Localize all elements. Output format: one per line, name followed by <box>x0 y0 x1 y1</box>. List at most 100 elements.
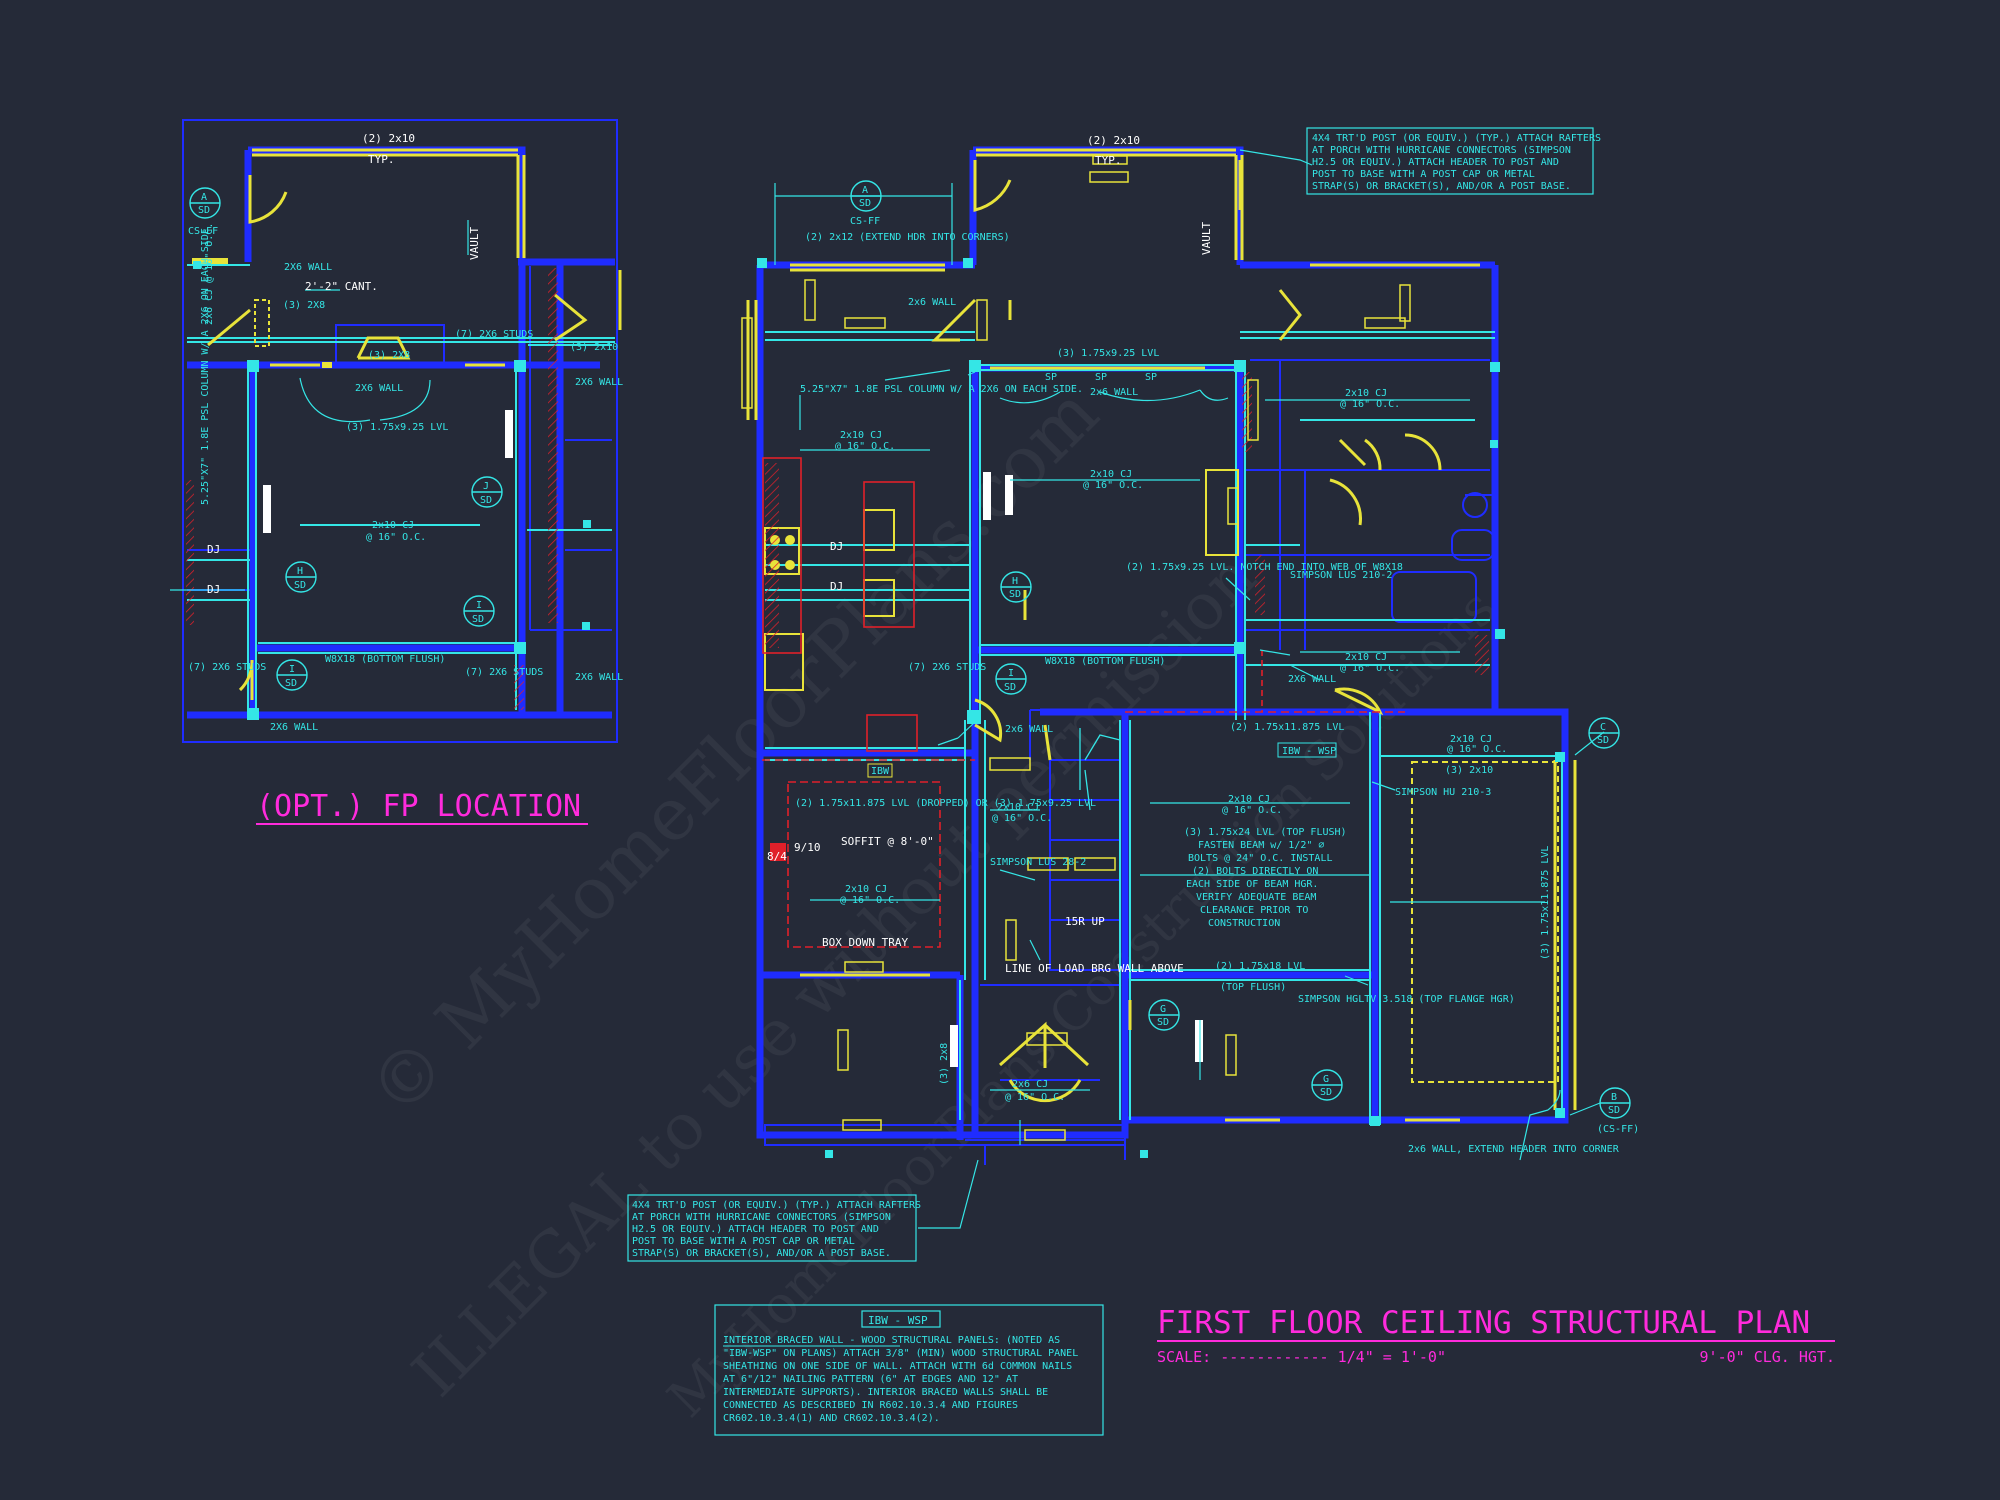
fp-wall-2x6-right: 2X6 WALL <box>575 377 623 388</box>
plan-scale: SCALE: ------------ 1/4" = 1'-0" <box>1157 1348 1446 1366</box>
main-cj-kitchen-2: @ 16" O.C. <box>835 441 895 452</box>
fp-wall-2x6: 2X6 WALL <box>284 262 332 273</box>
fp-lvl-3: (3) 1.75x9.25 LVL <box>346 422 448 433</box>
fp-psl-column: 5.25"X7" 1.8E PSL COLUMN W/ A 2X6 ON EAC… <box>200 228 211 505</box>
note-post-top-line-4: POST TO BASE WITH A POST CAP OR METAL <box>1312 169 1535 180</box>
main-notch: (2) 1.75x9.25 LVL. NOTCH END INTO WEB OF… <box>1126 562 1403 573</box>
main-cj-study-1: 2x10 CJ <box>1228 794 1270 805</box>
main-cj-hall-1: 2x10 CJ <box>997 802 1039 813</box>
main-ibw-tag: IBW - WSP <box>1282 746 1336 757</box>
main-beam-3lvl-8: CONSTRUCTION <box>1208 918 1280 929</box>
fp-section-a-letter: A <box>201 192 207 203</box>
main-cs-ff-b: (CS-FF) <box>1597 1124 1639 1135</box>
watermark-line-1: © MyHomeFloorPlans.com <box>353 370 1115 1132</box>
main-simpson-hu: SIMPSON HU 210-3 <box>1395 787 1491 798</box>
fp-section-a-sheet: SD <box>198 205 210 216</box>
main-section-h-letter: H <box>1012 576 1018 587</box>
main-section-g-sheet: SD <box>1157 1017 1169 1028</box>
main-top-flush: (TOP FLUSH) <box>1220 982 1286 993</box>
main-beam-3lvl-3: BOLTS @ 24" O.C. INSTALL <box>1188 853 1333 864</box>
note-post-bottom-line-3: H2.5 OR EQUIV.) ATTACH HEADER TO POST AN… <box>632 1224 879 1235</box>
main-section-h-sheet: SD <box>1009 589 1021 600</box>
main-section-i-letter: I <box>1008 668 1014 679</box>
fp-dj-1: DJ <box>207 543 220 556</box>
main-floor-plan: (2) 2x10 TYP. A SD CS-FF (2) 2x12 (EXTEN… <box>741 134 1639 1229</box>
fp-cs-ff: CS-FF <box>188 226 218 237</box>
fp-section-h-letter: H <box>297 566 303 577</box>
main-section-g2-sheet: SD <box>1320 1087 1332 1098</box>
fp-wall-bottom-right: 2X6 WALL <box>575 672 623 683</box>
main-psl-column: 5.25"X7" 1.8E PSL COLUMN W/ A 2X6 ON EAC… <box>800 384 1083 395</box>
main-beam-3lvl-6: VERIFY ADEQUATE BEAM <box>1196 892 1316 903</box>
main-section-b-letter: B <box>1611 1092 1617 1103</box>
fp-header-top: (2) 2x10 <box>362 132 415 145</box>
main-beam-3lvl-7: CLEARANCE PRIOR TO <box>1200 905 1308 916</box>
main-lvl-2-lower: (2) 1.75x18 LVL <box>1215 961 1305 972</box>
main-section-i-sheet: SD <box>1004 682 1016 693</box>
note-post-top: 4X4 TRT'D POST (OR EQUIV.) (TYP.) ATTACH… <box>1306 127 1601 195</box>
main-header-3-2x10: (3) 2x10 <box>1445 765 1493 776</box>
main-dj-2: DJ <box>830 580 843 593</box>
main-sp-1: SP <box>1045 372 1057 383</box>
note-ibw-line-5: INTERMEDIATE SUPPORTS). INTERIOR BRACED … <box>723 1387 1048 1398</box>
plan-title: FIRST FLOOR CEILING STRUCTURAL PLAN <box>1157 1305 1810 1341</box>
main-stair-up: 15R UP <box>1065 915 1105 928</box>
fp-wall-bottom: 2X6 WALL <box>270 722 318 733</box>
main-beam-3lvl-1: (3) 1.75x24 LVL (TOP FLUSH) <box>1184 827 1347 838</box>
main-ibw-tag-2: IBW <box>871 766 890 777</box>
main-cj-dining-1: 2x10 CJ <box>845 884 887 895</box>
main-sp-2: SP <box>1095 372 1107 383</box>
main-header-3-2x8: (3) 2x8 <box>939 1043 950 1085</box>
main-load-bearing: LINE OF LOAD BRG WALL ABOVE <box>1005 962 1184 975</box>
main-dining-header: (2) 1.75x11.875 LVL (DROPPED) OR (3) 1.7… <box>795 798 1096 809</box>
main-dim-84: 8/4 <box>767 850 787 863</box>
main-lvl-3-top: (3) 1.75x9.25 LVL <box>1057 348 1159 359</box>
main-section-g-letter: G <box>1160 1004 1166 1015</box>
main-cj-great-1: 2x10 CJ <box>1090 469 1132 480</box>
main-section-a-sheet: SD <box>859 198 871 209</box>
fp-fireplace-header: (3) 2X8 <box>368 350 410 361</box>
main-vault-left: VAULT <box>1200 222 1213 255</box>
main-cj-kitchen-1: 2x10 CJ <box>840 430 882 441</box>
main-dj-1: DJ <box>830 540 843 553</box>
fp-cj-2x10-line1: 2x10 CJ <box>372 520 414 531</box>
note-post-top-line-2: AT PORCH WITH HURRICANE CONNECTORS (SIMP… <box>1312 145 1571 156</box>
fp-section-i2-sheet: SD <box>285 678 297 689</box>
main-beam-3lvl-5: EACH SIDE OF BEAM HGR. <box>1186 879 1318 890</box>
main-wall-2x6-center: 2x6 WALL <box>1090 387 1138 398</box>
note-post-bottom-line-1: 4X4 TRT'D POST (OR EQUIV.) (TYP.) ATTACH… <box>632 1200 921 1211</box>
main-studs: (7) 2X6 STUDS <box>908 662 986 673</box>
note-ibw-line-6: CONNECTED AS DESCRIBED IN R602.10.3.4 AN… <box>723 1400 1018 1411</box>
fp-section-j-sheet: SD <box>480 495 492 506</box>
main-cj-great-2: @ 16" O.C. <box>1083 480 1143 491</box>
note-ibw-line-3: SHEATHING ON ONE SIDE OF WALL. ATTACH WI… <box>723 1361 1072 1372</box>
main-cj-study-2: @ 16" O.C. <box>1222 805 1282 816</box>
fp-cj-2x6: 2x6 CJ @ 16" O.C. <box>204 223 215 325</box>
main-typ-left: TYP. <box>1095 154 1122 167</box>
fp-header-3-2x10: (3) 2x10 <box>570 342 618 353</box>
main-cs-ff: CS-FF <box>850 216 880 227</box>
plan-ceiling-height: 9'-0" CLG. HGT. <box>1700 1348 1835 1366</box>
fp-cj-2x10-line2: @ 16" O.C. <box>366 532 426 543</box>
main-section-c-sheet: SD <box>1597 735 1609 746</box>
fp-cant: 2'-2" CANT. <box>305 280 378 293</box>
main-section-g2-letter: G <box>1323 1074 1329 1085</box>
note-ibw-line-1: INTERIOR BRACED WALL - WOOD STRUCTURAL P… <box>723 1335 1060 1346</box>
main-soffit: SOFFIT @ 8'-0" <box>841 835 934 848</box>
main-beam-3lvl-4: (2) BOLTS DIRECTLY ON <box>1192 866 1318 877</box>
main-garage-lvl: (3) 1.75x11.875 LVL <box>1540 846 1551 960</box>
fp-wall-2x6-mid: 2X6 WALL <box>355 383 403 394</box>
main-sp-3: SP <box>1145 372 1157 383</box>
main-box-down: BOX DOWN TRAY <box>822 936 908 949</box>
note-ibw-line-2: "IBW-WSP" ON PLANS) ATTACH 3/8" (MIN) WO… <box>723 1348 1078 1359</box>
main-cj-bath-1: 2x10 CJ <box>1345 652 1387 663</box>
title-block: FIRST FLOOR CEILING STRUCTURAL PLAN SCAL… <box>1157 1305 1835 1366</box>
main-wall-2x6-bath: 2X6 WALL <box>1288 674 1336 685</box>
note-post-bottom-line-5: STRAP(S) OR BRACKET(S), AND/OR A POST BA… <box>632 1248 891 1259</box>
main-cj-dining-2: @ 16" O.C. <box>840 895 900 906</box>
note-post-bottom: 4X4 TRT'D POST (OR EQUIV.) (TYP.) ATTACH… <box>627 1194 921 1262</box>
main-beam-3lvl-2: FASTEN BEAM w/ 1/2" ⌀ <box>1198 840 1324 851</box>
main-simpson-lus210: SIMPSON LUS 210-2 <box>1290 570 1392 581</box>
fp-studs-bottom-right: (7) 2X6 STUDS <box>465 667 543 678</box>
